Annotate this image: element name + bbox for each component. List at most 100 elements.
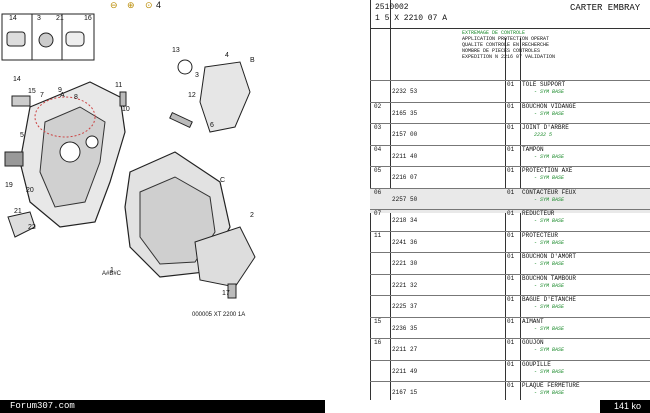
row-ref: 2211 49 xyxy=(392,367,418,375)
row-note: - SYM BASE xyxy=(534,390,565,396)
row-note: - SYM BASE xyxy=(534,153,565,160)
row-ref: 2232 53 xyxy=(392,88,418,95)
bearing-part xyxy=(59,141,81,163)
row-ref: 2216 07 xyxy=(392,174,418,181)
row-desc: REDUCTEUR xyxy=(522,210,555,217)
zoom-out-icon[interactable]: ⊖ xyxy=(110,0,118,10)
row-desc: PROTECTION AXE xyxy=(522,167,573,174)
row-num: 04 xyxy=(374,145,382,153)
row-ref: 2211 40 xyxy=(392,152,418,160)
row-qty: 01 xyxy=(507,231,515,239)
row-rule xyxy=(370,187,650,189)
zoom-in-icon[interactable]: ⊕ xyxy=(127,0,135,10)
row-note: - SYM BASE xyxy=(534,196,565,203)
row-desc: GOUJON xyxy=(522,339,544,346)
page-number: 4 xyxy=(156,0,162,10)
part-label: 21 xyxy=(14,208,22,215)
row-desc: BOUCHON TAMBOUR xyxy=(522,274,577,282)
intro-line: EXTREMAGE DE CONTROLE xyxy=(462,30,526,36)
inset-label-2: 3 xyxy=(37,15,41,22)
part-label: 7 xyxy=(40,92,44,99)
row-num: 05 xyxy=(374,167,382,174)
row-rule xyxy=(370,80,650,81)
intro-block: EXTREMAGE DE CONTROLE APPLICATION PROTEC… xyxy=(462,30,555,60)
row-num: 02 xyxy=(374,102,382,110)
part-label: 5 xyxy=(20,132,24,139)
table-row: 2167 15 01 PLAQUE FERMETURE- SYM BASE xyxy=(370,381,650,406)
row-desc: CONTACTEUR FEUX xyxy=(522,188,577,196)
row-ref: 2211 27 xyxy=(392,346,418,353)
row-num: 07 xyxy=(374,210,382,217)
row-desc: BOUCHON VIDANGE xyxy=(522,102,577,110)
row-ref: 2157 00 xyxy=(392,131,418,138)
intro-line: NOMBRE DE PIECES CONTROLES xyxy=(462,48,541,54)
row-ref: 2221 32 xyxy=(392,281,418,289)
row-num: 16 xyxy=(374,339,382,346)
row-ref: 2167 15 xyxy=(392,389,418,396)
row-rule xyxy=(370,338,650,339)
diagram-drawing xyxy=(1,13,256,299)
intro-line: EXPEDITION N 2216 07 VALIDATION xyxy=(462,54,556,60)
seal-part xyxy=(177,59,193,75)
row-note: - SYM BASE xyxy=(534,110,565,117)
row-num: 06 xyxy=(374,188,382,196)
row-qty: 01 xyxy=(507,339,515,346)
row-desc: AIMANT xyxy=(522,317,544,325)
row-rule xyxy=(370,101,650,103)
row-desc: GOUPILLE xyxy=(522,360,551,368)
inset-label-4: 16 xyxy=(84,15,92,22)
part-label: 22 xyxy=(28,224,36,231)
row-qty: 01 xyxy=(507,124,515,131)
row-qty: 01 xyxy=(507,81,515,88)
part-label: 17 xyxy=(222,290,230,297)
size-footer: 141 ko xyxy=(600,400,650,413)
file-size: 141 ko xyxy=(614,401,642,411)
inset-bolt-part xyxy=(38,32,54,48)
row-num: 11 xyxy=(374,231,382,239)
connector-part xyxy=(4,151,24,167)
part-label: 9 xyxy=(58,87,62,94)
part-label: 13 xyxy=(172,47,180,54)
plug-part xyxy=(11,95,31,107)
row-qty: 01 xyxy=(507,382,515,389)
part-label: 4 xyxy=(225,52,229,59)
row-qty: 01 xyxy=(507,145,515,153)
row-qty: 01 xyxy=(507,296,515,303)
row-desc: JOINT D'ARBRE xyxy=(522,124,569,131)
row-qty: 01 xyxy=(507,188,515,196)
row-qty: 01 xyxy=(507,360,515,368)
row-desc: PLAQUE FERMETURE xyxy=(522,382,580,389)
row-rule xyxy=(370,144,650,146)
inset-frame xyxy=(1,13,95,61)
row-desc: BAGUE D'ETANCHE xyxy=(522,296,577,303)
row-note: - SYM BASE xyxy=(534,218,565,224)
hole-part xyxy=(85,135,99,149)
row-ref: 2225 37 xyxy=(392,303,418,310)
inset-cap-part xyxy=(65,31,85,47)
part-label: C xyxy=(220,177,226,184)
part-label: 11 xyxy=(115,82,123,89)
part-label: 14 xyxy=(13,76,21,83)
row-ref: 2221 30 xyxy=(392,260,418,267)
row-qty: 01 xyxy=(507,317,515,325)
zoom-page-icon[interactable]: ⊙ xyxy=(145,0,153,10)
bracket-b-part xyxy=(199,61,251,133)
row-ref: 2241 36 xyxy=(392,238,418,246)
row-desc: BOUCHON D'AMORT xyxy=(522,253,577,260)
row-ref: 2165 35 xyxy=(392,109,418,117)
part-label: A xyxy=(60,92,65,99)
row-qty: 01 xyxy=(507,167,515,174)
row-rule xyxy=(370,295,650,296)
row-note: - SYM BASE xyxy=(534,89,565,95)
inset-label-3: 21 xyxy=(56,15,64,22)
row-rule xyxy=(370,359,650,361)
row-note: - SYM BASE xyxy=(534,175,565,181)
reference-circle xyxy=(34,96,96,138)
row-rule xyxy=(370,381,650,382)
